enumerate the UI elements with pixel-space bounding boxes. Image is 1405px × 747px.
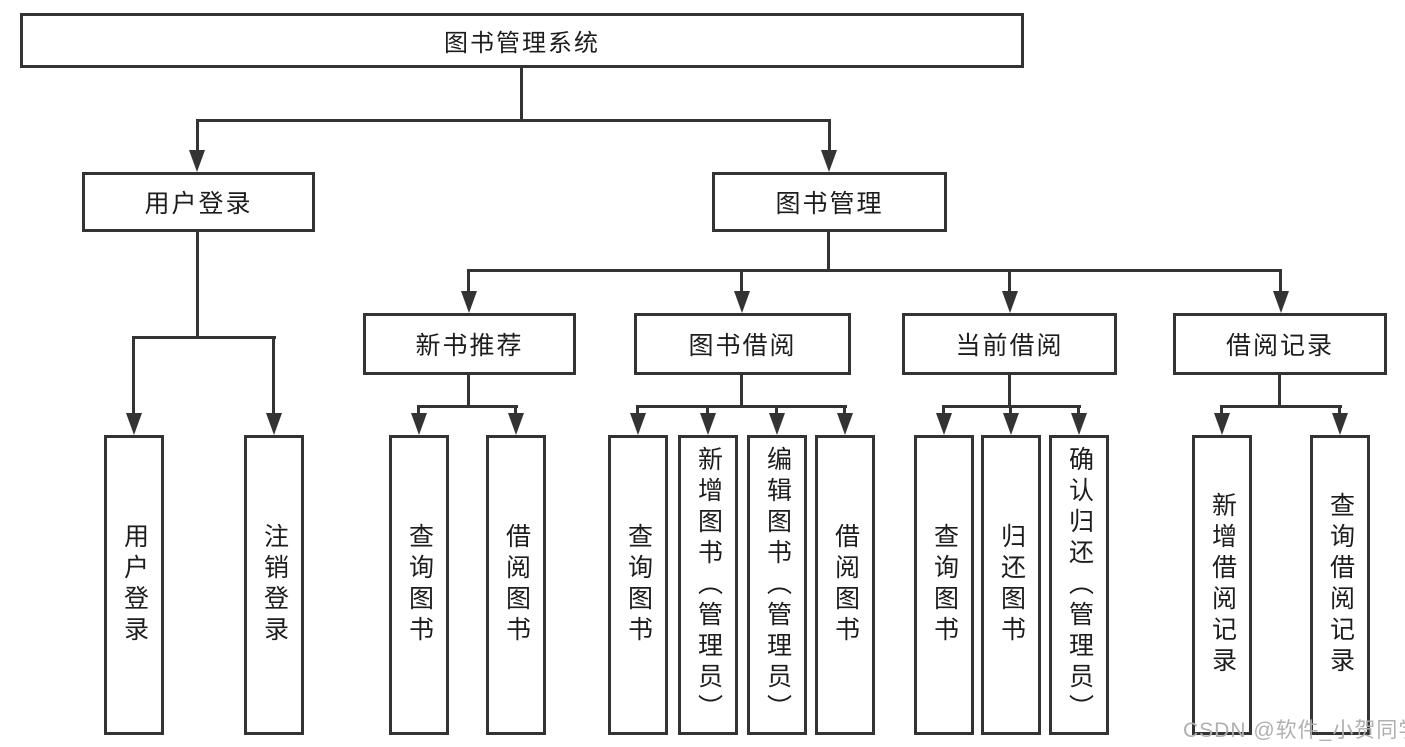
arrowhead-query-borrow bbox=[630, 413, 646, 435]
leaf-logout: 注销登录 bbox=[244, 435, 304, 735]
leaf-user-login: 用户登录 bbox=[104, 435, 164, 735]
connector-drop-borrow-book bbox=[843, 405, 846, 414]
arrowhead-borrow-book bbox=[837, 413, 853, 435]
arrowhead-add-record bbox=[1214, 413, 1230, 435]
arrowhead-confirm-return bbox=[1071, 413, 1087, 435]
connector-drop-book-management bbox=[828, 119, 831, 153]
node-new-book-recommend: 新书推荐 bbox=[363, 313, 576, 375]
connector-drop-confirm-return bbox=[1077, 405, 1080, 414]
leaf-query-books-recommend: 查询图书 bbox=[389, 435, 449, 735]
connector-drop-book-borrow bbox=[740, 269, 743, 295]
arrowhead-query-record bbox=[1332, 413, 1348, 435]
connector-drop-new-book-recommend bbox=[467, 269, 470, 295]
arrowhead-new-book-recommend bbox=[461, 291, 477, 313]
connector-drop-leaf-user-login bbox=[132, 336, 135, 416]
connector-drop-borrow-records bbox=[1279, 269, 1282, 295]
connector-drop-query-record bbox=[1338, 405, 1341, 414]
connector-drop-leaf-logout bbox=[272, 336, 275, 416]
leaf-query-books-current: 查询图书 bbox=[914, 435, 974, 735]
arrowhead-return-book bbox=[1003, 413, 1019, 435]
arrowhead-add-book bbox=[700, 413, 716, 435]
connector-book-management-trunk bbox=[827, 232, 830, 272]
connector-user-login-bus bbox=[132, 336, 276, 339]
leaf-query-books-borrow: 查询图书 bbox=[608, 435, 668, 735]
arrowhead-query-current bbox=[936, 413, 952, 435]
leaf-borrow-books-borrow: 借阅图书 bbox=[815, 435, 875, 735]
arrowhead-user-login bbox=[189, 150, 205, 172]
leaf-return-book: 归还图书 bbox=[981, 435, 1041, 735]
connector-drop-borrow-recommend bbox=[514, 405, 517, 414]
connector-drop-query-current bbox=[942, 405, 945, 414]
connector-recommend-trunk bbox=[467, 375, 470, 408]
arrowhead-edit-book bbox=[769, 413, 785, 435]
leaf-confirm-return-admin: 确认归还（管理员） bbox=[1049, 435, 1109, 735]
node-root-library-system: 图书管理系统 bbox=[20, 13, 1024, 68]
leaf-add-borrow-record: 新增借阅记录 bbox=[1192, 435, 1252, 735]
connector-user-login-trunk bbox=[196, 232, 199, 339]
connector-borrow-trunk bbox=[740, 375, 743, 408]
connector-drop-query-borrow bbox=[636, 405, 639, 414]
connector-current-trunk bbox=[1008, 375, 1011, 408]
arrowhead-current-borrow bbox=[1002, 291, 1018, 313]
arrowhead-leaf-logout bbox=[266, 413, 282, 435]
connector-drop-query-recommend bbox=[417, 405, 420, 414]
arrowhead-leaf-user-login bbox=[126, 413, 142, 435]
connector-drop-add-book bbox=[706, 405, 709, 414]
connector-records-trunk bbox=[1278, 375, 1281, 408]
leaf-query-borrow-record: 查询借阅记录 bbox=[1310, 435, 1370, 735]
csdn-watermark: CSDN @软件_小贺同学 bbox=[1183, 719, 1405, 742]
connector-root-trunk bbox=[520, 68, 523, 122]
node-book-management: 图书管理 bbox=[712, 172, 947, 232]
arrowhead-borrow-records bbox=[1273, 291, 1289, 313]
connector-level2-bus bbox=[197, 119, 831, 122]
connector-borrow-bus bbox=[636, 405, 847, 408]
connector-records-bus bbox=[1220, 405, 1342, 408]
node-current-borrow: 当前借阅 bbox=[902, 313, 1117, 375]
arrowhead-book-borrow bbox=[734, 291, 750, 313]
node-user-login: 用户登录 bbox=[82, 172, 315, 232]
leaf-edit-book-admin: 编辑图书（管理员） bbox=[747, 435, 807, 735]
connector-drop-add-record bbox=[1220, 405, 1223, 414]
leaf-borrow-books-recommend: 借阅图书 bbox=[486, 435, 546, 735]
arrowhead-borrow-recommend bbox=[508, 413, 524, 435]
connector-recommend-bus bbox=[417, 405, 518, 408]
node-book-borrow: 图书借阅 bbox=[634, 313, 851, 375]
connector-drop-current-borrow bbox=[1008, 269, 1011, 295]
connector-drop-user-login bbox=[196, 119, 199, 153]
node-borrow-records: 借阅记录 bbox=[1173, 313, 1387, 375]
connector-drop-return-book bbox=[1009, 405, 1012, 414]
arrowhead-query-recommend bbox=[411, 413, 427, 435]
arrowhead-book-management bbox=[821, 150, 837, 172]
connector-level3-bus bbox=[468, 269, 1282, 272]
leaf-add-book-admin: 新增图书（管理员） bbox=[678, 435, 738, 735]
connector-drop-edit-book bbox=[775, 405, 778, 414]
